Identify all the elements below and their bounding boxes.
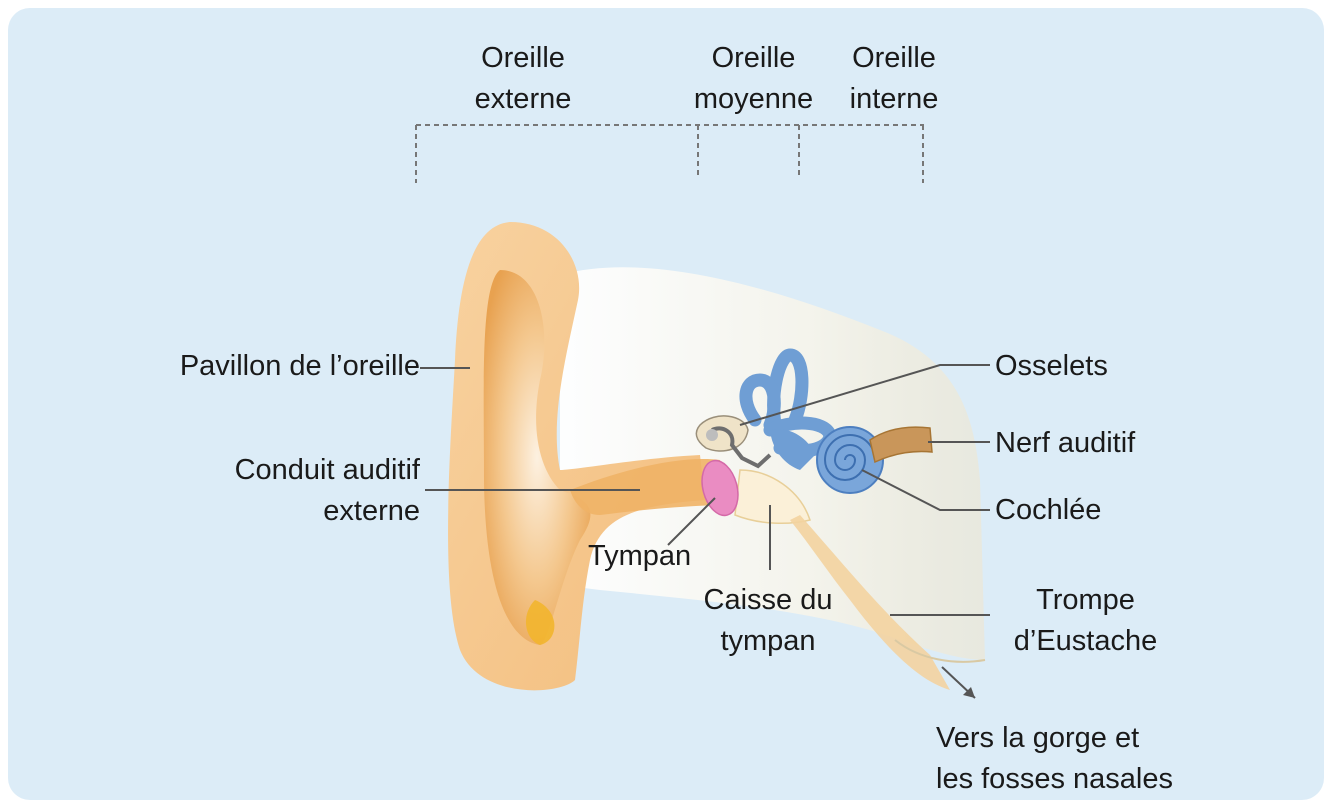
label-ear-canal: Conduit auditif externe	[158, 450, 420, 532]
label-ear-canal-line2: externe	[158, 491, 420, 532]
section-inner-line2: interne	[830, 79, 958, 120]
label-pinna: Pavillon de l’oreille	[108, 346, 420, 387]
label-tympanic-cavity-line2: tympan	[688, 621, 848, 662]
cochlea	[817, 427, 883, 493]
section-outer-line2: externe	[453, 79, 593, 120]
label-throat: Vers la gorge et les fosses nasales	[936, 718, 1173, 800]
label-cochlea: Cochlée	[995, 490, 1101, 531]
label-eardrum-text: Tympan	[588, 536, 691, 577]
label-throat-line1: Vers la gorge et	[936, 718, 1173, 759]
diagram-frame: Oreille externe Oreille moyenne Oreille …	[8, 8, 1324, 800]
label-throat-line2: les fosses nasales	[936, 759, 1173, 800]
section-middle-line1: Oreille	[671, 38, 836, 79]
label-tympanic-cavity: Caisse du tympan	[688, 580, 848, 662]
label-eardrum: Tympan	[588, 536, 691, 577]
section-label-middle-ear: Oreille moyenne	[671, 38, 836, 120]
label-eustachian-tube-line1: Trompe	[993, 580, 1178, 621]
label-ossicles: Osselets	[995, 346, 1108, 387]
section-middle-line2: moyenne	[671, 79, 836, 120]
label-eustachian-tube-line2: d’Eustache	[993, 621, 1178, 662]
section-label-inner-ear: Oreille interne	[830, 38, 958, 120]
label-pinna-text: Pavillon de l’oreille	[108, 346, 420, 387]
label-ear-canal-line1: Conduit auditif	[158, 450, 420, 491]
label-tympanic-cavity-line1: Caisse du	[688, 580, 848, 621]
ear-anatomy-illustration	[8, 8, 1324, 800]
section-inner-line1: Oreille	[830, 38, 958, 79]
label-auditory-nerve: Nerf auditif	[995, 423, 1135, 464]
section-brackets	[416, 125, 924, 183]
section-label-outer-ear: Oreille externe	[453, 38, 593, 120]
label-ossicles-text: Osselets	[995, 346, 1108, 387]
label-auditory-nerve-text: Nerf auditif	[995, 423, 1135, 464]
section-outer-line1: Oreille	[453, 38, 593, 79]
label-eustachian-tube: Trompe d’Eustache	[993, 580, 1178, 662]
label-cochlea-text: Cochlée	[995, 490, 1101, 531]
